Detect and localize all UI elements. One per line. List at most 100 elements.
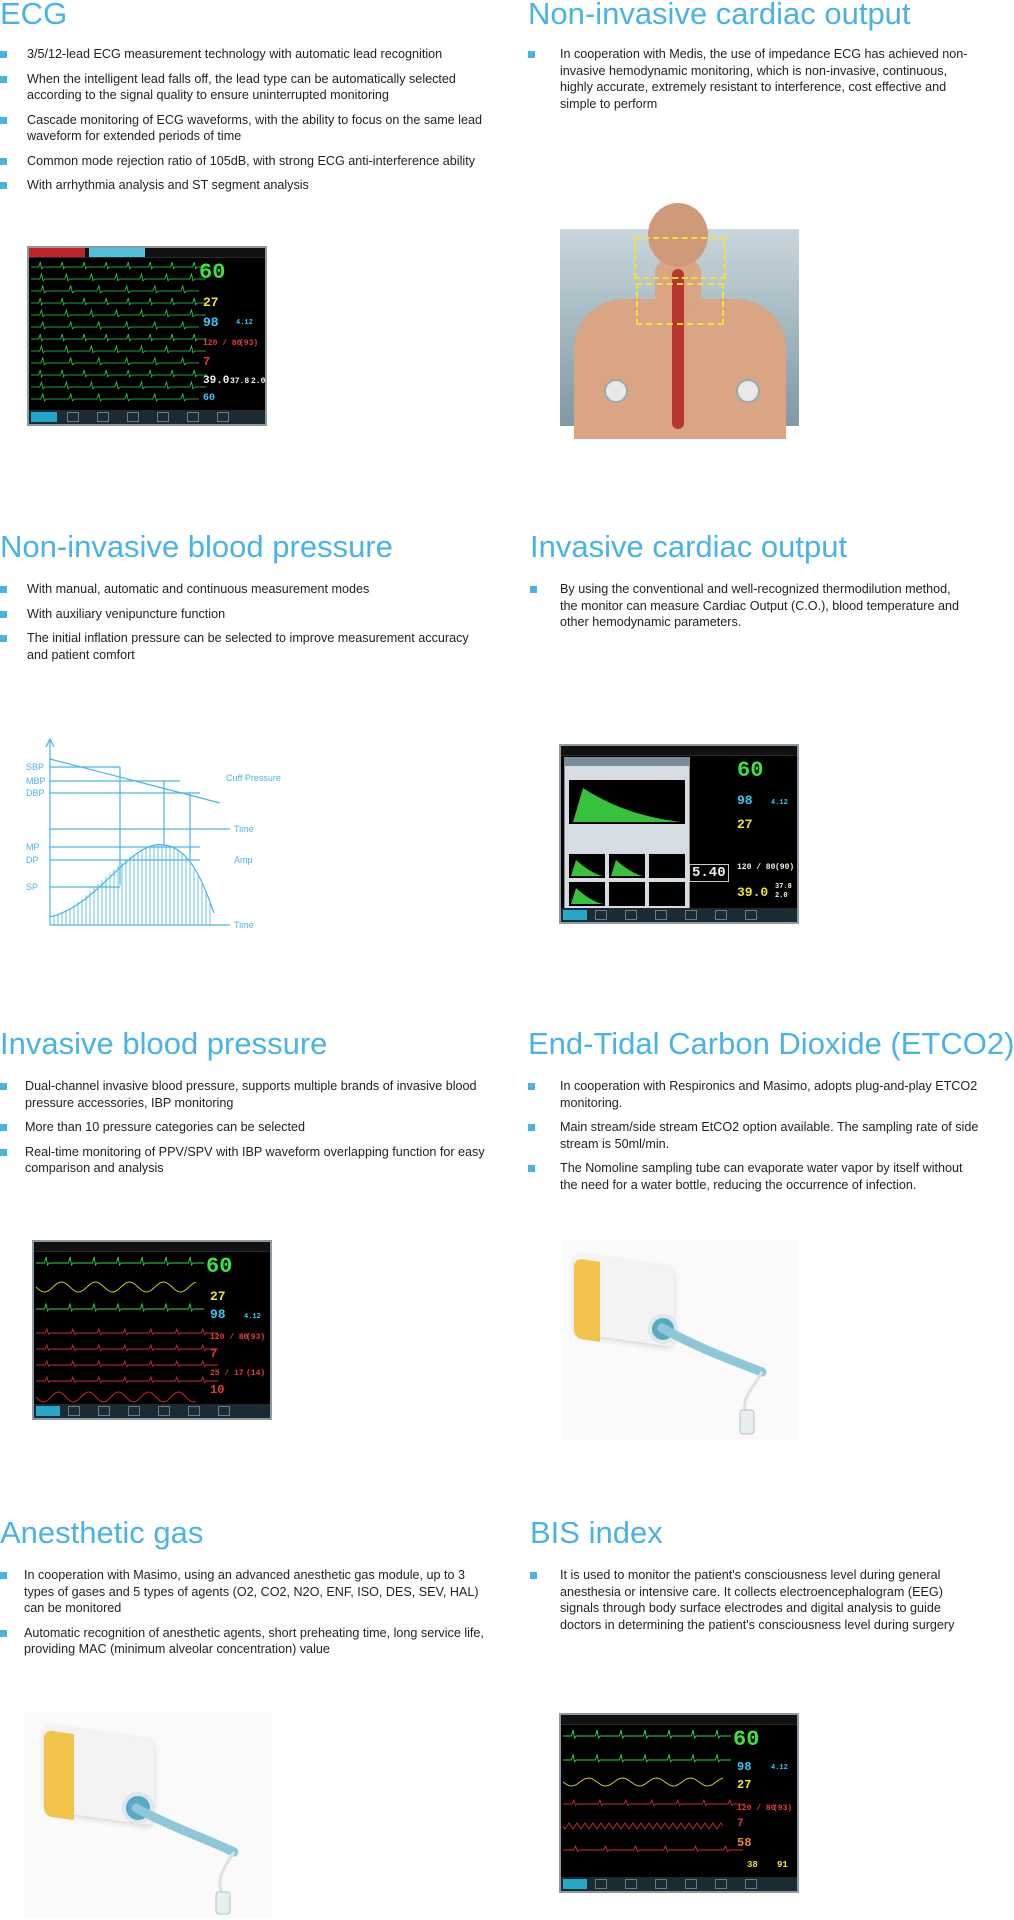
monitor-home-button[interactable] — [563, 910, 587, 920]
spo2-value: 98 — [203, 315, 219, 330]
nibp-value: 120 / 80 — [203, 339, 242, 348]
monitor-setup-button[interactable] — [187, 412, 199, 422]
monitor-layout-button[interactable] — [685, 1879, 697, 1889]
ecg-lead-wave — [31, 356, 199, 366]
monitor-trend-button[interactable] — [97, 412, 109, 422]
co-curve-grid — [569, 854, 685, 906]
map-value: (93) — [246, 1333, 266, 1342]
aorta — [672, 269, 684, 429]
monitor-home-button[interactable] — [563, 1879, 587, 1889]
monitor-next-button[interactable] — [745, 1879, 757, 1889]
monitor-home-button[interactable] — [31, 412, 57, 422]
monitor-trend-button[interactable] — [625, 1879, 637, 1889]
ibp1-value: 7 — [210, 1347, 218, 1361]
monitor-layout-button[interactable] — [158, 1406, 170, 1416]
hr-value: 60 — [199, 260, 226, 285]
ecg-lead-wave — [31, 308, 206, 318]
invasive-cardiac-output-section: Invasive cardiac output By using the con… — [530, 529, 970, 639]
ibp2-value: 25 / 17 — [210, 1369, 244, 1378]
ibp-overlap-wave — [35, 1391, 197, 1403]
ecg-bullet-2: When the intelligent lead falls off, the… — [0, 71, 490, 104]
monitor-layout-button[interactable] — [157, 412, 169, 422]
monitor-alarm-button[interactable] — [595, 1879, 607, 1889]
ecg-lead-wave — [31, 272, 206, 282]
cuff-pressure-label: Cuff Pressure — [226, 773, 281, 783]
monitor-setup-button[interactable] — [715, 910, 727, 920]
resp-wave — [35, 1281, 197, 1293]
co-curve-main — [569, 780, 685, 824]
monitor-home-button[interactable] — [36, 1406, 60, 1416]
ecg-lead-wave — [31, 320, 199, 330]
monitor-alarm-button[interactable] — [67, 412, 79, 422]
ecg-lead-wave — [31, 344, 206, 354]
ecg-bullet-1: 3/5/12-lead ECG measurement technology w… — [0, 46, 490, 63]
nibp-bullet-3: The initial inflation pressure can be se… — [0, 630, 490, 663]
monitor-setup-button[interactable] — [715, 1879, 727, 1889]
sbp-label: SBP — [26, 762, 44, 772]
ibp-bullet-3: Real-time monitoring of PPV/SPV with IBP… — [0, 1144, 490, 1177]
sampling-tube — [131, 1803, 239, 1915]
ecg-lead-wave — [31, 392, 199, 402]
dp-label: DP — [26, 855, 39, 865]
monitor-review-button[interactable] — [127, 412, 139, 422]
monitor-alarm-button[interactable] — [595, 910, 607, 920]
monitor-trend-button[interactable] — [98, 1406, 110, 1416]
monitor-toolbar — [29, 410, 265, 424]
pi-value: 4.12 — [244, 1313, 261, 1321]
anesthetic-gas-module-photo — [24, 1712, 272, 1918]
monitor-review-button[interactable] — [655, 1879, 667, 1889]
ibp-wave-2 — [563, 1844, 743, 1853]
ni-cardiac-output-section: Non-invasive cardiac output In cooperati… — [528, 0, 968, 120]
nibp-bullet-2: With auxiliary venipuncture function — [0, 606, 490, 623]
ecg-lead-wave — [31, 333, 207, 342]
monitor-next-button[interactable] — [218, 1406, 230, 1416]
monitor-review-button[interactable] — [655, 910, 667, 920]
ibp-bullets: Dual-channel invasive blood pressure, su… — [0, 1078, 490, 1177]
co-dialog — [564, 757, 690, 911]
time-label-2: Time — [234, 920, 254, 930]
temp-value-1: 38 — [747, 1860, 758, 1870]
monitor-setup-button[interactable] — [188, 1406, 200, 1416]
co-value: 5.40 — [689, 864, 729, 882]
amp-label: Amp — [234, 855, 253, 865]
ni-cardiac-bullet-1: In cooperation with Medis, the use of im… — [528, 46, 968, 112]
resp-value: 27 — [210, 1289, 226, 1304]
mbp-label: MBP — [26, 776, 46, 786]
y-axis-arrow — [45, 737, 55, 748]
ibp-monitor-screenshot: 60 27 98 4.12 120 / 80 (93) 7 25 / 17 (1… — [32, 1240, 272, 1420]
bis-title: BIS index — [530, 1515, 663, 1550]
monitor-power-button[interactable] — [217, 412, 229, 422]
monitor-toolbar — [561, 1877, 797, 1891]
time-label-1: Time — [234, 824, 254, 834]
ibp-value: 7 — [737, 1818, 744, 1830]
pi-value: 4.12 — [771, 799, 788, 807]
monitor-status-bar — [34, 1242, 270, 1252]
map-value: (93) — [773, 1804, 793, 1813]
ecg-bullet-3: Cascade monitoring of ECG waveforms, wit… — [0, 112, 490, 145]
ibp-title: Invasive blood pressure — [0, 1026, 328, 1061]
ibp-wave — [563, 1798, 745, 1807]
monitor-trend-button[interactable] — [625, 910, 637, 920]
monitor-next-button[interactable] — [745, 910, 757, 920]
eeg-wave — [562, 1822, 724, 1830]
anesthetic-gas-bullet-2: Automatic recognition of anesthetic agen… — [0, 1625, 490, 1658]
electrode-left — [604, 379, 628, 403]
electrode-zone-upper — [634, 237, 726, 279]
nibp-value: 120 / 80 — [737, 1804, 776, 1813]
nibp-value: 120 / 80 — [210, 1333, 249, 1342]
resp-value: 27 — [737, 817, 753, 832]
electrode-right — [736, 379, 760, 403]
monitor-layout-button[interactable] — [685, 910, 697, 920]
ecg-bullets: 3/5/12-lead ECG measurement technology w… — [0, 46, 490, 194]
monitor-alarm-button[interactable] — [68, 1406, 80, 1416]
resp-value: 27 — [737, 1778, 752, 1792]
map-value: (93) — [239, 339, 259, 348]
monitor-review-button[interactable] — [128, 1406, 140, 1416]
monitor-status-bar — [561, 1715, 797, 1725]
amplitude-envelope — [49, 844, 215, 918]
ecg-wave — [36, 1256, 204, 1267]
nibp-section: Non-invasive blood pressure With manual,… — [0, 529, 490, 671]
ecg-bullet-4: Common mode rejection ratio of 105dB, wi… — [0, 153, 490, 170]
anesthetic-gas-bullets: In cooperation with Masimo, using an adv… — [0, 1567, 490, 1658]
temp-value-2: 37.8 — [775, 883, 792, 891]
